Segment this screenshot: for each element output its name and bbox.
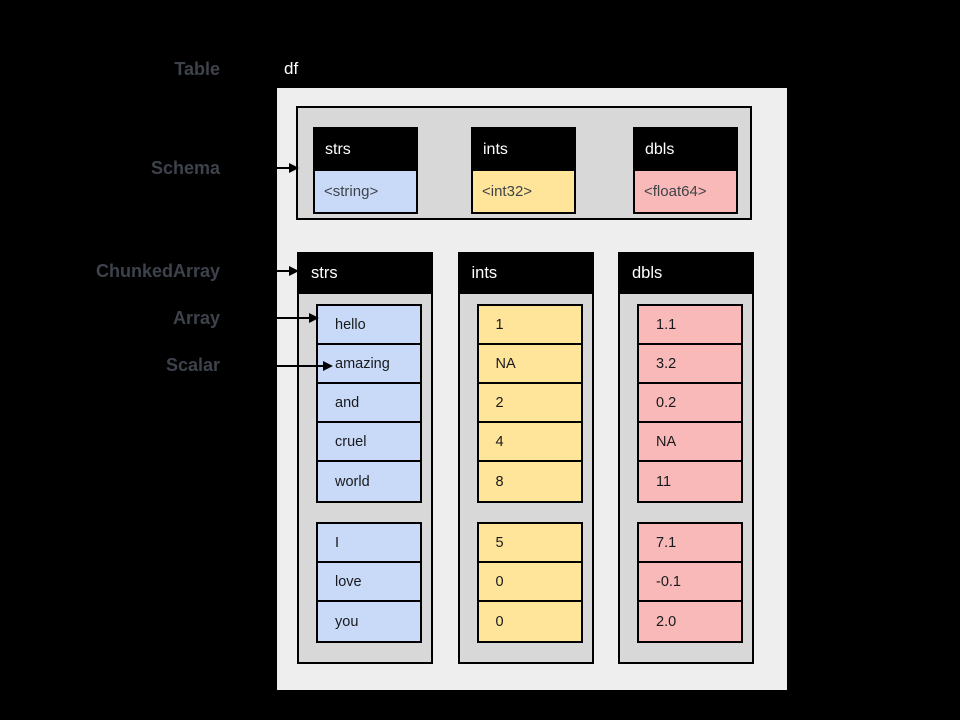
array-cell: NA xyxy=(478,345,581,384)
schema-field-name: strs xyxy=(315,129,416,171)
schema-arrow-line xyxy=(250,167,289,169)
schema-field-type: <string> xyxy=(315,171,416,212)
chunked-array-name: ints xyxy=(459,254,592,294)
array-cell: -0.1 xyxy=(639,563,741,602)
schema-field-type: <float64> xyxy=(635,171,736,212)
schema-field-ints: ints<int32> xyxy=(471,127,576,214)
schema-box: strs<string> ints<int32> dbls<float64> xyxy=(296,106,752,220)
array-cell: 0 xyxy=(478,563,581,602)
legend-scalar-label: Scalar xyxy=(165,355,220,375)
schema-field-strs: strs<string> xyxy=(313,127,418,214)
array-cell: cruel xyxy=(318,423,420,462)
array-cell: NA xyxy=(639,423,741,462)
scalar-arrow-head-icon xyxy=(323,361,333,371)
array-cell: 0.2 xyxy=(639,384,741,423)
array-cell: 2 xyxy=(478,384,581,423)
array-cell: 8 xyxy=(478,462,581,501)
array-cell: amazing xyxy=(318,345,420,384)
table-box: strs<string>ints<int32>dbls<float64> str… xyxy=(277,88,787,690)
array-cell: 4 xyxy=(478,423,581,462)
array-cell: 11 xyxy=(639,462,741,501)
array-arrow-line xyxy=(250,317,309,319)
array-cell: 7.1 xyxy=(639,524,741,563)
array-cell: 3.2 xyxy=(639,345,741,384)
array-cell: hello xyxy=(318,306,420,345)
schema-field-dbls: dbls<float64> xyxy=(633,127,738,214)
array-cell: 5 xyxy=(478,524,581,563)
chunked-array-name: strs xyxy=(299,254,431,294)
legend-array-label: Array xyxy=(172,308,220,328)
legend-schema-label: Schema xyxy=(150,158,220,178)
schema-field-name: dbls xyxy=(635,129,736,171)
array-cell: 0 xyxy=(478,602,581,641)
schema-field-name: ints xyxy=(473,129,574,171)
schema-arrow-head-icon xyxy=(289,163,299,173)
chunked-array-name: dbls xyxy=(620,254,752,294)
array-cell: I xyxy=(318,524,420,563)
schema-field-type: <int32> xyxy=(473,171,574,212)
array-cell: world xyxy=(318,462,420,501)
scalar-arrow-line xyxy=(250,365,323,367)
chunked-array-arrow-head-icon xyxy=(289,266,299,276)
array-cell: and xyxy=(318,384,420,423)
legend-table-label: Table xyxy=(174,59,220,79)
legend-chunked-array-label: ChunkedArray xyxy=(95,261,220,281)
array-arrow-head-icon xyxy=(309,313,319,323)
chunked-array-arrow-line xyxy=(250,270,289,272)
array-cell: 2.0 xyxy=(639,602,741,641)
array-cell: you xyxy=(318,602,420,641)
table-variable-name: df xyxy=(284,59,299,78)
array-cell: 1 xyxy=(478,306,581,345)
array-cell: love xyxy=(318,563,420,602)
array-cell: 1.1 xyxy=(639,306,741,345)
